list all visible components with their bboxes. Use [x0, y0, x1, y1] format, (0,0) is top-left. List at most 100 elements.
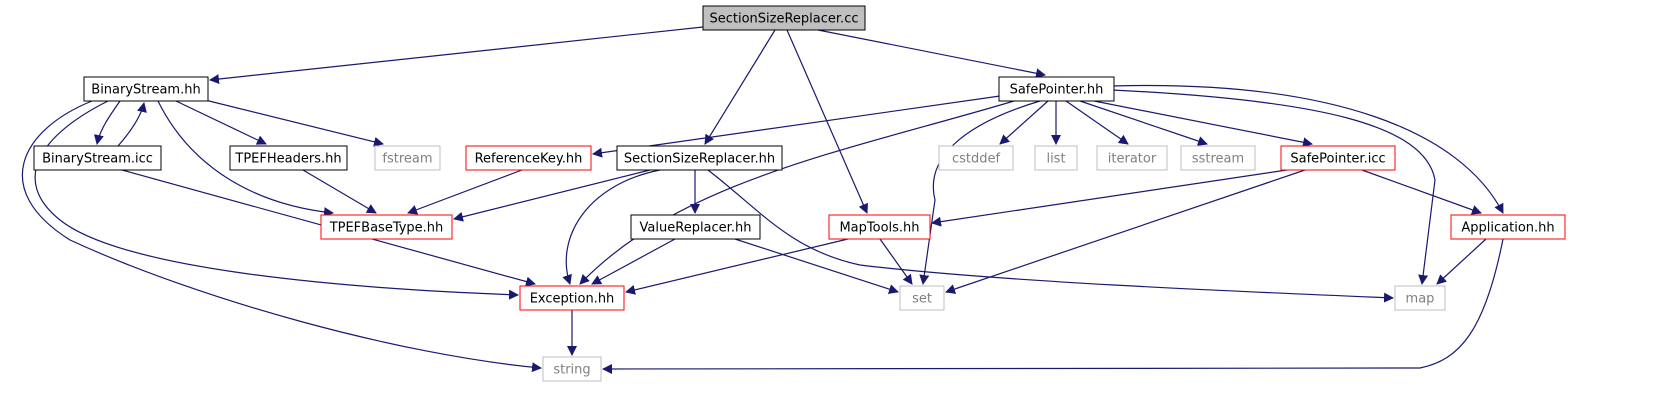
edge-sectionsizereplacer-hh-to-tpefbasetype-hh [453, 169, 651, 222]
edge-valuereplacer-hh-to-exception-hh [591, 238, 676, 285]
node-tpefheaders-hh[interactable]: TPEFHeaders.hh [229, 145, 348, 171]
edge-safepointer-hh-to-referencekey-hh [592, 95, 1001, 158]
edge-safepointer-icc-to-application-hh [1361, 169, 1482, 215]
edge-safepointer-icc-to-maptools-hh [931, 169, 1288, 227]
edge-root-to-binarystream-hh [209, 26, 704, 85]
node-box [83, 76, 209, 102]
node-label: MapTools.hh [839, 221, 919, 236]
edge-safepointer-hh-to-sstream [1079, 100, 1208, 146]
node-box [1034, 145, 1078, 171]
edge-safepointer-hh-to-set [919, 100, 1041, 285]
edge-referencekey-hh-to-tpefbasetype-hh [407, 169, 523, 215]
node-box [1096, 145, 1168, 171]
node-box [630, 214, 761, 240]
node-box [702, 5, 866, 31]
node-root[interactable]: SectionSizeReplacer.cc [702, 5, 866, 31]
edge-application-hh-to-string [602, 238, 1504, 374]
node-binarystream-icc[interactable]: BinaryStream.icc [33, 145, 162, 171]
node-referencekey-hh[interactable]: ReferenceKey.hh [465, 145, 592, 171]
node-box [519, 285, 625, 311]
node-map: map [1394, 285, 1446, 311]
node-iterator: iterator [1096, 145, 1168, 171]
node-label: list [1046, 152, 1065, 167]
node-box [938, 145, 1014, 171]
node-sstream: sstream [1180, 145, 1256, 171]
node-box [998, 76, 1115, 102]
node-box [465, 145, 592, 171]
edge-sectionsizereplacer-hh-to-exception-hh [562, 169, 661, 285]
node-label: SafePointer.icc [1290, 152, 1385, 167]
edge-root-to-safepointer-hh [817, 29, 1046, 79]
node-string: string [542, 356, 602, 382]
edges-layer [21, 26, 1504, 374]
node-box [320, 214, 453, 240]
edge-root-to-maptools-hh [786, 29, 868, 214]
node-cstddef: cstddef [938, 145, 1014, 171]
edge-root-to-sectionsizereplacer-hh [704, 29, 776, 145]
edge-application-hh-to-map [1436, 238, 1487, 285]
node-exception-hh[interactable]: Exception.hh [519, 285, 625, 311]
node-label: SafePointer.hh [1010, 83, 1104, 98]
edge-binarystream-icc-to-binarystream-hh [117, 102, 147, 147]
node-label: set [912, 292, 932, 307]
edge-maptools-hh-to-exception-hh [625, 238, 849, 295]
node-box [374, 145, 441, 171]
node-box [1450, 214, 1566, 240]
node-box [1394, 285, 1446, 311]
edge-maptools-hh-to-set [879, 238, 913, 285]
node-label: ReferenceKey.hh [475, 152, 583, 167]
node-label: map [1406, 292, 1435, 307]
node-label: Application.hh [1461, 221, 1554, 236]
edge-safepointer-hh-to-cstddef [999, 100, 1049, 145]
node-label: BinaryStream.hh [91, 83, 200, 98]
node-box [1280, 145, 1396, 171]
node-box [229, 145, 348, 171]
edge-safepointer-icc-to-set [945, 169, 1306, 294]
edge-safepointer-hh-to-exception-hh [579, 100, 1015, 285]
node-application-hh[interactable]: Application.hh [1450, 214, 1566, 240]
node-label: cstddef [952, 152, 1001, 167]
node-valuereplacer-hh[interactable]: ValueReplacer.hh [630, 214, 761, 240]
node-label: BinaryStream.icc [42, 152, 153, 167]
edge-safepointer-hh-to-iterator [1065, 100, 1129, 145]
node-tpefbasetype-hh[interactable]: TPEFBaseType.hh [320, 214, 453, 240]
node-label: TPEFHeaders.hh [234, 152, 341, 167]
edge-valuereplacer-hh-to-set [734, 238, 899, 294]
node-box [33, 145, 162, 171]
node-label: string [553, 363, 590, 378]
edge-safepointer-hh-to-safepointer-icc [1093, 100, 1313, 148]
node-box [899, 285, 945, 311]
edge-binarystream-hh-to-tpefbasetype-hh [157, 100, 334, 218]
node-box [616, 145, 783, 171]
node-set: set [899, 285, 945, 311]
edge-binarystream-hh-to-string [21, 100, 542, 373]
edge-binarystream-hh-to-binarystream-icc [94, 100, 121, 145]
edge-binarystream-hh-to-exception-hh [34, 100, 519, 300]
node-maptools-hh[interactable]: MapTools.hh [828, 214, 931, 240]
edge-binarystream-hh-to-tpefheaders-hh [175, 100, 267, 145]
node-box [828, 214, 931, 240]
edge-tpefheaders-hh-to-tpefbasetype-hh [302, 169, 377, 214]
node-label: ValueReplacer.hh [640, 221, 752, 236]
node-label: SectionSizeReplacer.hh [624, 152, 775, 167]
node-label: Exception.hh [530, 292, 615, 307]
node-binarystream-hh[interactable]: BinaryStream.hh [83, 76, 209, 102]
node-label: iterator [1108, 152, 1157, 167]
node-safepointer-hh[interactable]: SafePointer.hh [998, 76, 1115, 102]
node-label: fstream [382, 152, 432, 167]
edge-safepointer-hh-to-map [1111, 89, 1436, 285]
node-label: SectionSizeReplacer.cc [710, 12, 859, 27]
edge-binarystream-hh-to-fstream [204, 99, 384, 147]
node-label: TPEFBaseType.hh [329, 221, 444, 236]
edge-safepointer-hh-to-application-hh [1111, 84, 1504, 214]
node-box [1180, 145, 1256, 171]
node-fstream: fstream [374, 145, 441, 171]
node-safepointer-icc[interactable]: SafePointer.icc [1280, 145, 1396, 171]
node-sectionsizereplacer-hh[interactable]: SectionSizeReplacer.hh [616, 145, 783, 171]
node-label: sstream [1192, 152, 1244, 167]
node-box [542, 356, 602, 382]
edge-sectionsizereplacer-hh-to-map [707, 169, 1394, 303]
node-list: list [1034, 145, 1078, 171]
